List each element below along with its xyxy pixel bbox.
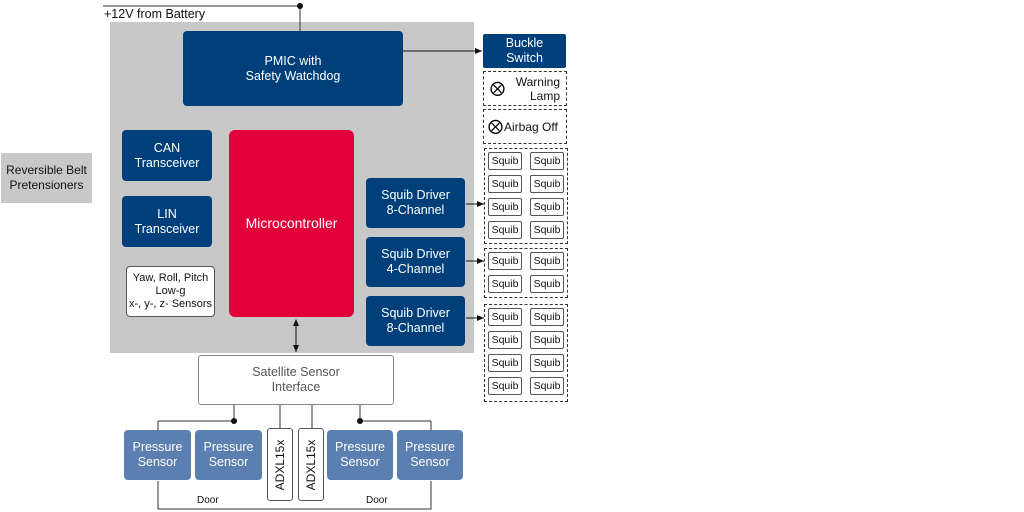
- door-label: Door: [197, 495, 219, 506]
- warning-lamp-box: ⨂ Warning Lamp: [483, 71, 567, 106]
- squib: Squib: [530, 275, 564, 293]
- pressure-sensor: Pressure Sensor: [327, 430, 393, 480]
- squib-driver-2: Squib Driver 4-Channel: [366, 237, 465, 287]
- pmic-block: PMIC with Safety Watchdog: [183, 31, 403, 106]
- adxl-sensor: ADXL15x: [267, 428, 293, 501]
- squib: Squib: [530, 152, 564, 170]
- squib: Squib: [530, 354, 564, 372]
- satellite-interface: Satellite Sensor Interface: [198, 355, 394, 405]
- battery-label: +12V from Battery: [104, 7, 206, 21]
- warning-lamp-label: Warning Lamp: [515, 75, 560, 103]
- squib: Squib: [530, 377, 564, 395]
- squib: Squib: [530, 198, 564, 216]
- squib: Squib: [530, 221, 564, 239]
- belt-pretensioners: Reversible Belt Pretensioners: [1, 153, 92, 203]
- inertial-sensors: Yaw, Roll, Pitch Low-g x-, y-, z- Sensor…: [126, 266, 215, 317]
- pressure-sensor: Pressure Sensor: [397, 430, 463, 480]
- squib: Squib: [530, 331, 564, 349]
- door-label: Door: [366, 495, 388, 506]
- buckle-switch: Buckle Switch: [483, 34, 566, 68]
- squib: Squib: [488, 252, 522, 270]
- lin-transceiver: LIN Transceiver: [122, 196, 212, 247]
- squib: Squib: [530, 308, 564, 326]
- squib: Squib: [488, 275, 522, 293]
- squib: Squib: [488, 198, 522, 216]
- squib: Squib: [488, 354, 522, 372]
- bus-node: [357, 418, 363, 424]
- squib-driver-1: Squib Driver 8-Channel: [366, 178, 465, 228]
- pressure-sensor: Pressure Sensor: [124, 430, 191, 480]
- squib-driver-3: Squib Driver 8-Channel: [366, 296, 465, 346]
- airbag-off-box: ⨂ Airbag Off: [483, 109, 567, 144]
- squib: Squib: [488, 377, 522, 395]
- lamp-icon: ⨂: [488, 118, 503, 135]
- squib: Squib: [488, 331, 522, 349]
- squib: Squib: [488, 175, 522, 193]
- squib: Squib: [488, 221, 522, 239]
- squib: Squib: [530, 175, 564, 193]
- microcontroller: Microcontroller: [229, 130, 354, 317]
- door-loop: [157, 481, 432, 510]
- pressure-sensor: Pressure Sensor: [195, 430, 262, 480]
- adxl-sensor: ADXL15x: [298, 428, 324, 501]
- airbag-off-label: Airbag Off: [504, 120, 558, 134]
- bus-node: [231, 418, 237, 424]
- adxl-label: ADXL15x: [304, 439, 318, 490]
- squib: Squib: [488, 152, 522, 170]
- lamp-icon: ⨂: [490, 80, 505, 97]
- can-transceiver: CAN Transceiver: [122, 130, 212, 181]
- squib: Squib: [488, 308, 522, 326]
- battery-node: [297, 3, 303, 9]
- adxl-label: ADXL15x: [273, 439, 287, 490]
- squib: Squib: [530, 252, 564, 270]
